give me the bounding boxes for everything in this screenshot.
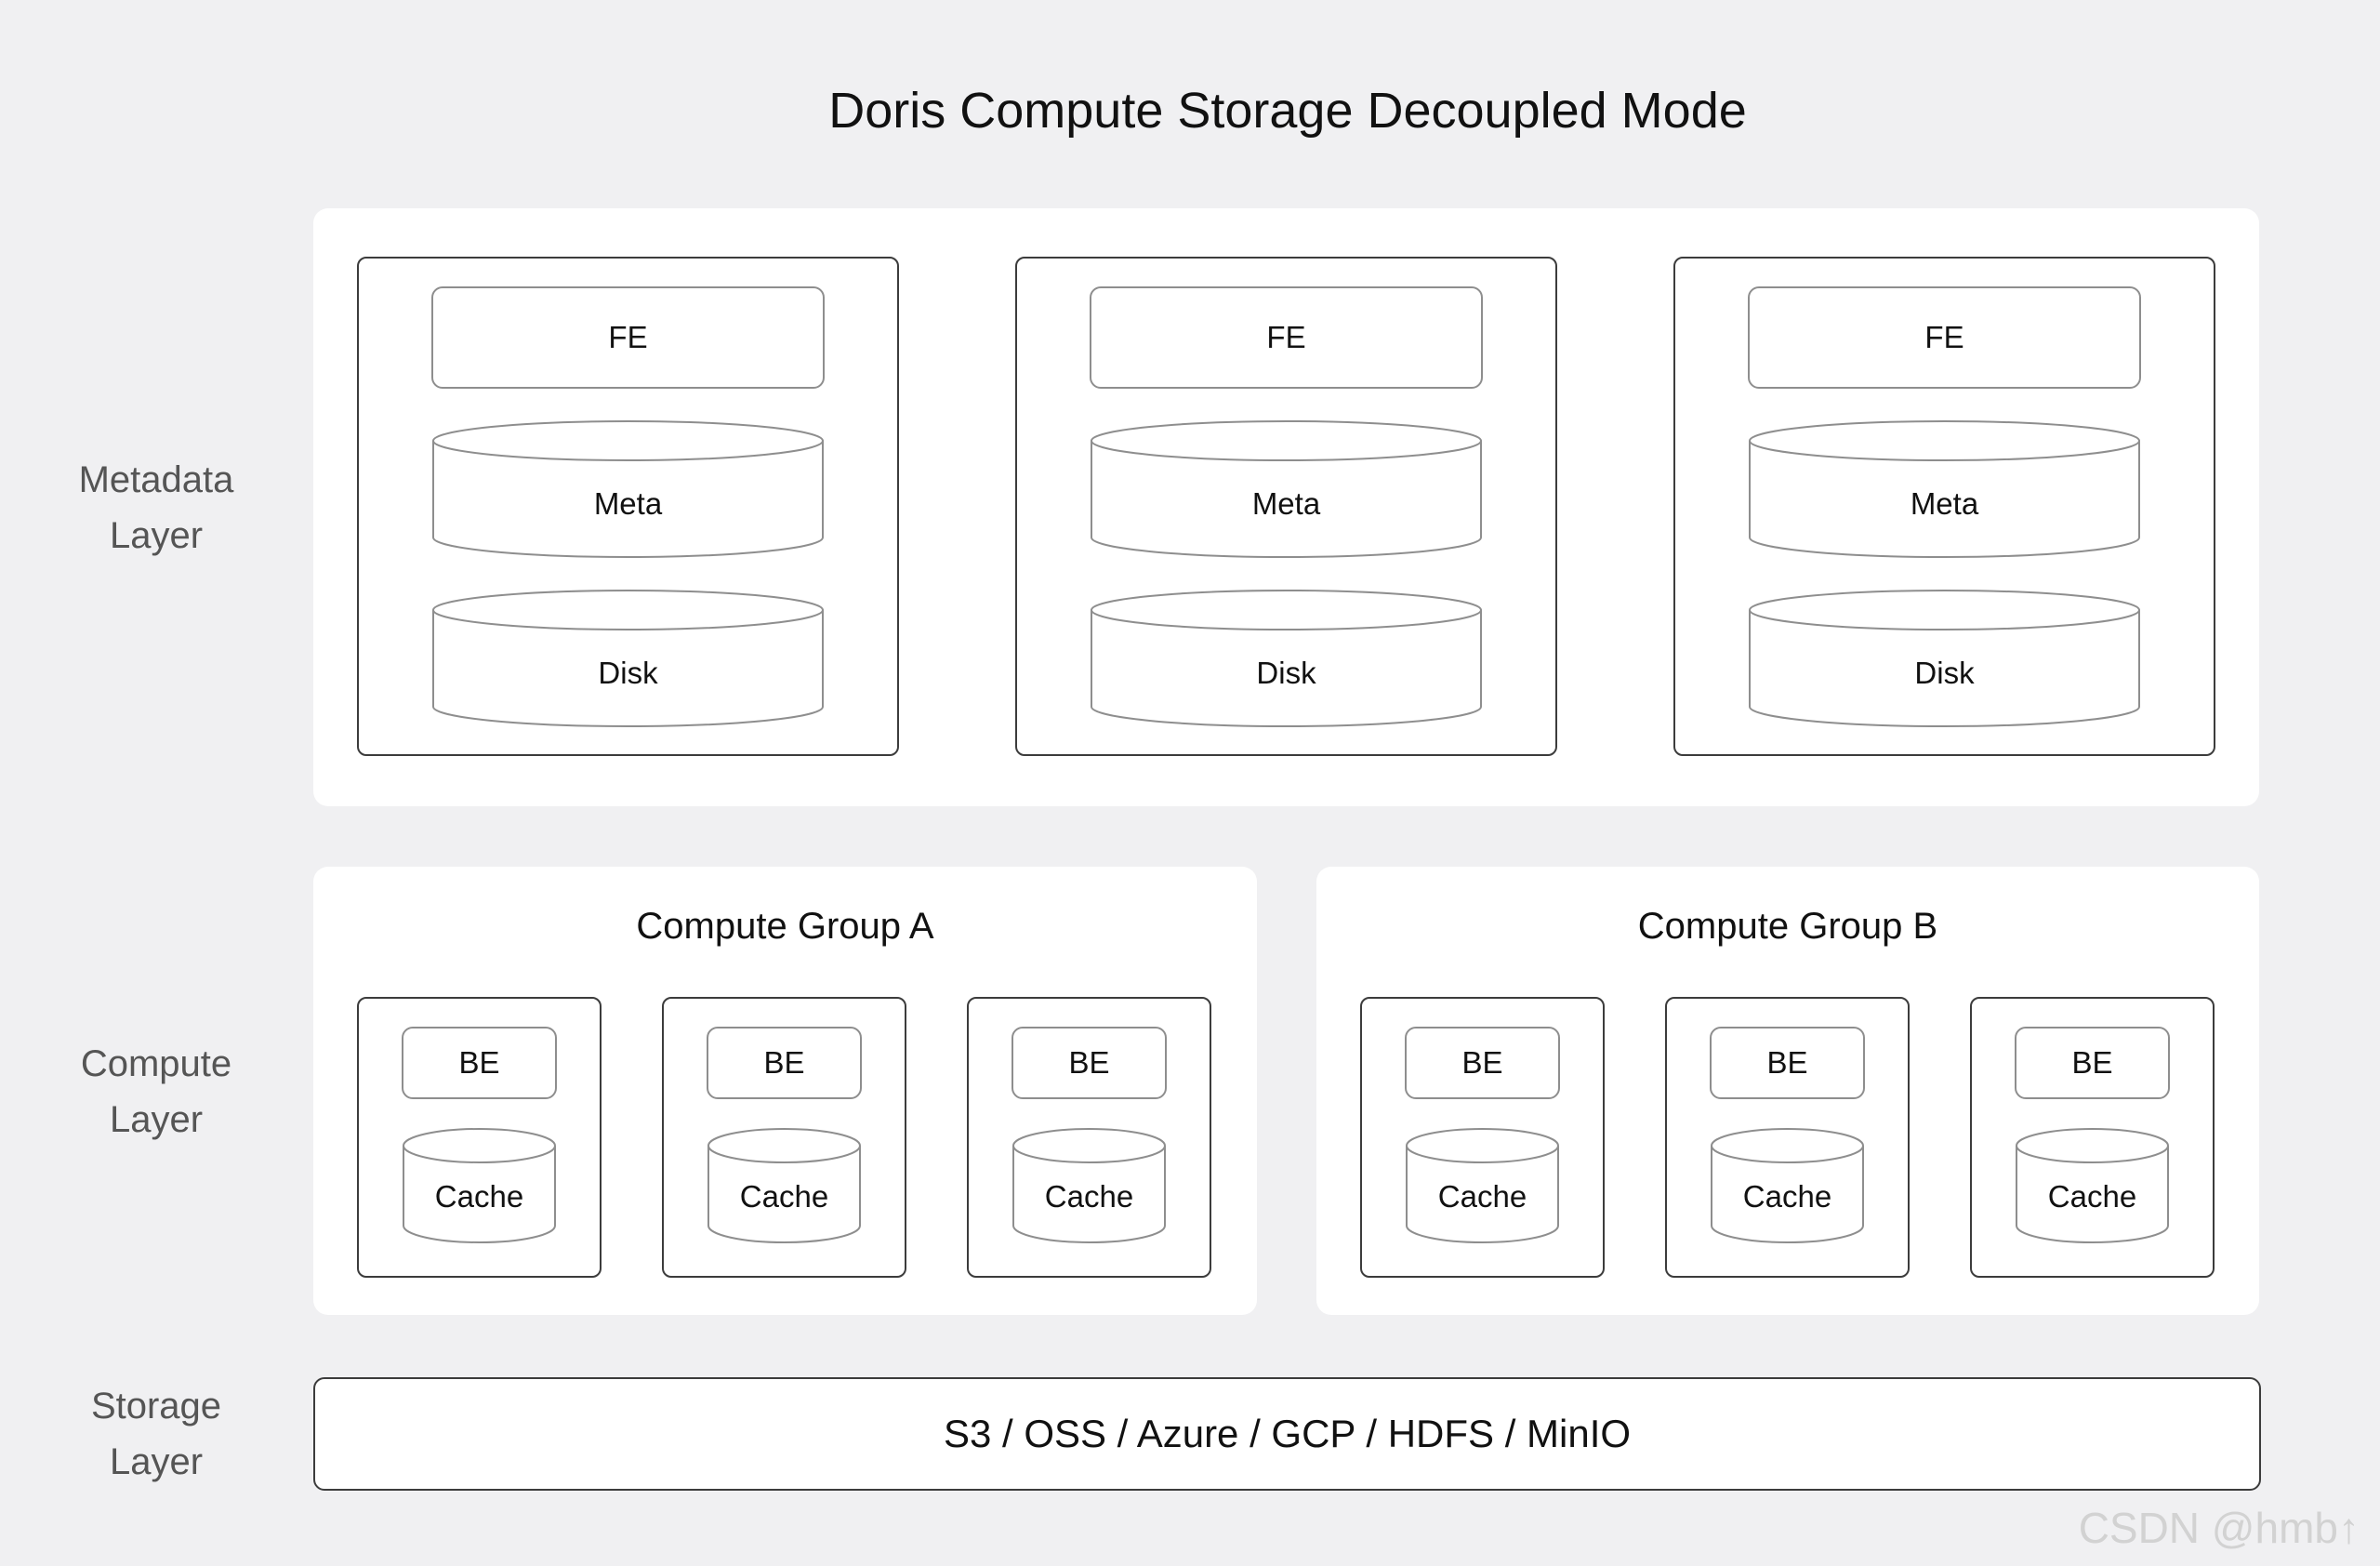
cylinder-body	[432, 441, 824, 558]
disk-store-icon: Disk	[1090, 589, 1483, 728]
compute-layer-label: Compute Layer	[35, 1036, 277, 1148]
cylinder-shape	[432, 590, 824, 727]
cache-store-icon: Cache	[402, 1127, 557, 1244]
cylinder-top	[707, 1128, 861, 1163]
fe-node-2: FE Meta Disk	[1015, 257, 1557, 756]
be-box: BE	[402, 1027, 557, 1099]
cylinder-body	[1012, 1146, 1166, 1243]
compute-layer-label-line2: Layer	[109, 1099, 204, 1140]
storage-backends-label: S3 / OSS / Azure / GCP / HDFS / MinIO	[943, 1412, 1632, 1455]
watermark: CSDN @hmb↑	[2078, 1504, 2360, 1552]
cylinder-shape	[2016, 1128, 2169, 1243]
disk-label: Disk	[1256, 656, 1316, 690]
be-box: BE	[2015, 1027, 2170, 1099]
compute-group-b-title: Compute Group B	[1637, 906, 1938, 947]
cache-label: Cache	[1437, 1179, 1527, 1214]
disk-label: Disk	[1914, 656, 1975, 690]
cylinder-body	[2016, 1146, 2169, 1243]
cylinder-shape	[1749, 420, 2140, 558]
be-box: BE	[1405, 1027, 1560, 1099]
disk-store-icon: Disk	[431, 589, 825, 728]
cylinder-top	[1406, 1128, 1559, 1163]
be-box: BE	[1012, 1027, 1167, 1099]
fe-box: FE	[1748, 286, 2141, 389]
cylinder-shape	[1091, 590, 1482, 727]
cache-store-icon: Cache	[1012, 1127, 1167, 1244]
cylinder-shape	[1091, 420, 1482, 558]
cylinder-top	[1012, 1128, 1166, 1163]
meta-label: Meta	[1251, 486, 1321, 521]
cylinder-top	[403, 1128, 556, 1163]
cylinder-body	[1749, 441, 2140, 558]
cache-label: Cache	[1044, 1179, 1134, 1214]
cache-label: Cache	[739, 1179, 829, 1214]
cylinder-top	[432, 420, 824, 461]
cylinder-top	[2016, 1128, 2169, 1163]
storage-layer-label-line2: Layer	[109, 1441, 204, 1482]
cylinder-shape	[1406, 1128, 1559, 1243]
be-node: BE Cache	[1970, 997, 2215, 1278]
metadata-layer-label-line2: Layer	[109, 515, 204, 556]
cylinder-body	[403, 1146, 556, 1243]
cylinder-top	[432, 590, 824, 630]
meta-store-icon: Meta	[1090, 419, 1483, 559]
cylinder-body	[1091, 441, 1482, 558]
cache-label: Cache	[434, 1179, 524, 1214]
be-node: BE Cache	[1665, 997, 1910, 1278]
cylinder-top	[1749, 420, 2140, 461]
cylinder-body	[1749, 610, 2140, 727]
metadata-panel: FE Meta Disk FE Meta Disk FE Meta Disk	[313, 208, 2259, 806]
storage-layer-label-line1: Storage	[90, 1386, 222, 1427]
diagram-title: Doris Compute Storage Decoupled Mode	[828, 83, 1747, 139]
compute-group-a-title: Compute Group A	[636, 906, 934, 947]
be-node: BE Cache	[357, 997, 602, 1278]
compute-layer-label-line1: Compute	[80, 1043, 232, 1084]
cylinder-body	[1091, 610, 1482, 727]
be-box: BE	[1710, 1027, 1865, 1099]
cache-store-icon: Cache	[2015, 1127, 2170, 1244]
cylinder-body	[432, 610, 824, 727]
be-box: BE	[707, 1027, 862, 1099]
fe-box: FE	[431, 286, 825, 389]
cache-label: Cache	[2047, 1179, 2137, 1214]
cache-store-icon: Cache	[1710, 1127, 1865, 1244]
cylinder-body	[1406, 1146, 1559, 1243]
cylinder-top	[1091, 590, 1482, 630]
disk-label: Disk	[598, 656, 658, 690]
cylinder-shape	[403, 1128, 556, 1243]
be-node: BE Cache	[1360, 997, 1605, 1278]
meta-store-icon: Meta	[431, 419, 825, 559]
object-storage-bar: S3 / OSS / Azure / GCP / HDFS / MinIO	[313, 1377, 2261, 1491]
storage-layer-label: Storage Layer	[35, 1378, 277, 1490]
cylinder-body	[707, 1146, 861, 1243]
cylinder-shape	[707, 1128, 861, 1243]
be-node: BE Cache	[662, 997, 906, 1278]
meta-label: Meta	[1910, 486, 1979, 521]
metadata-layer-label: Metadata Layer	[35, 452, 277, 564]
cylinder-top	[1749, 590, 2140, 630]
cache-label: Cache	[1742, 1179, 1832, 1214]
compute-group-a-panel: Compute Group A BE Cache BE Cache BE Cac…	[313, 867, 1257, 1315]
fe-node-3: FE Meta Disk	[1673, 257, 2215, 756]
cylinder-shape	[1711, 1128, 1864, 1243]
cylinder-shape	[432, 420, 824, 558]
cylinder-top	[1091, 420, 1482, 461]
disk-store-icon: Disk	[1748, 589, 2141, 728]
cylinder-shape	[1749, 590, 2140, 727]
meta-store-icon: Meta	[1748, 419, 2141, 559]
cylinder-body	[1711, 1146, 1864, 1243]
fe-box: FE	[1090, 286, 1483, 389]
fe-node-1: FE Meta Disk	[357, 257, 899, 756]
cache-store-icon: Cache	[707, 1127, 862, 1244]
cylinder-shape	[1012, 1128, 1166, 1243]
compute-group-b-panel: Compute Group B BE Cache BE Cache BE Cac…	[1316, 867, 2259, 1315]
cylinder-top	[1711, 1128, 1864, 1163]
be-node: BE Cache	[967, 997, 1211, 1278]
cache-store-icon: Cache	[1405, 1127, 1560, 1244]
meta-label: Meta	[593, 486, 663, 521]
metadata-layer-label-line1: Metadata	[78, 459, 234, 500]
